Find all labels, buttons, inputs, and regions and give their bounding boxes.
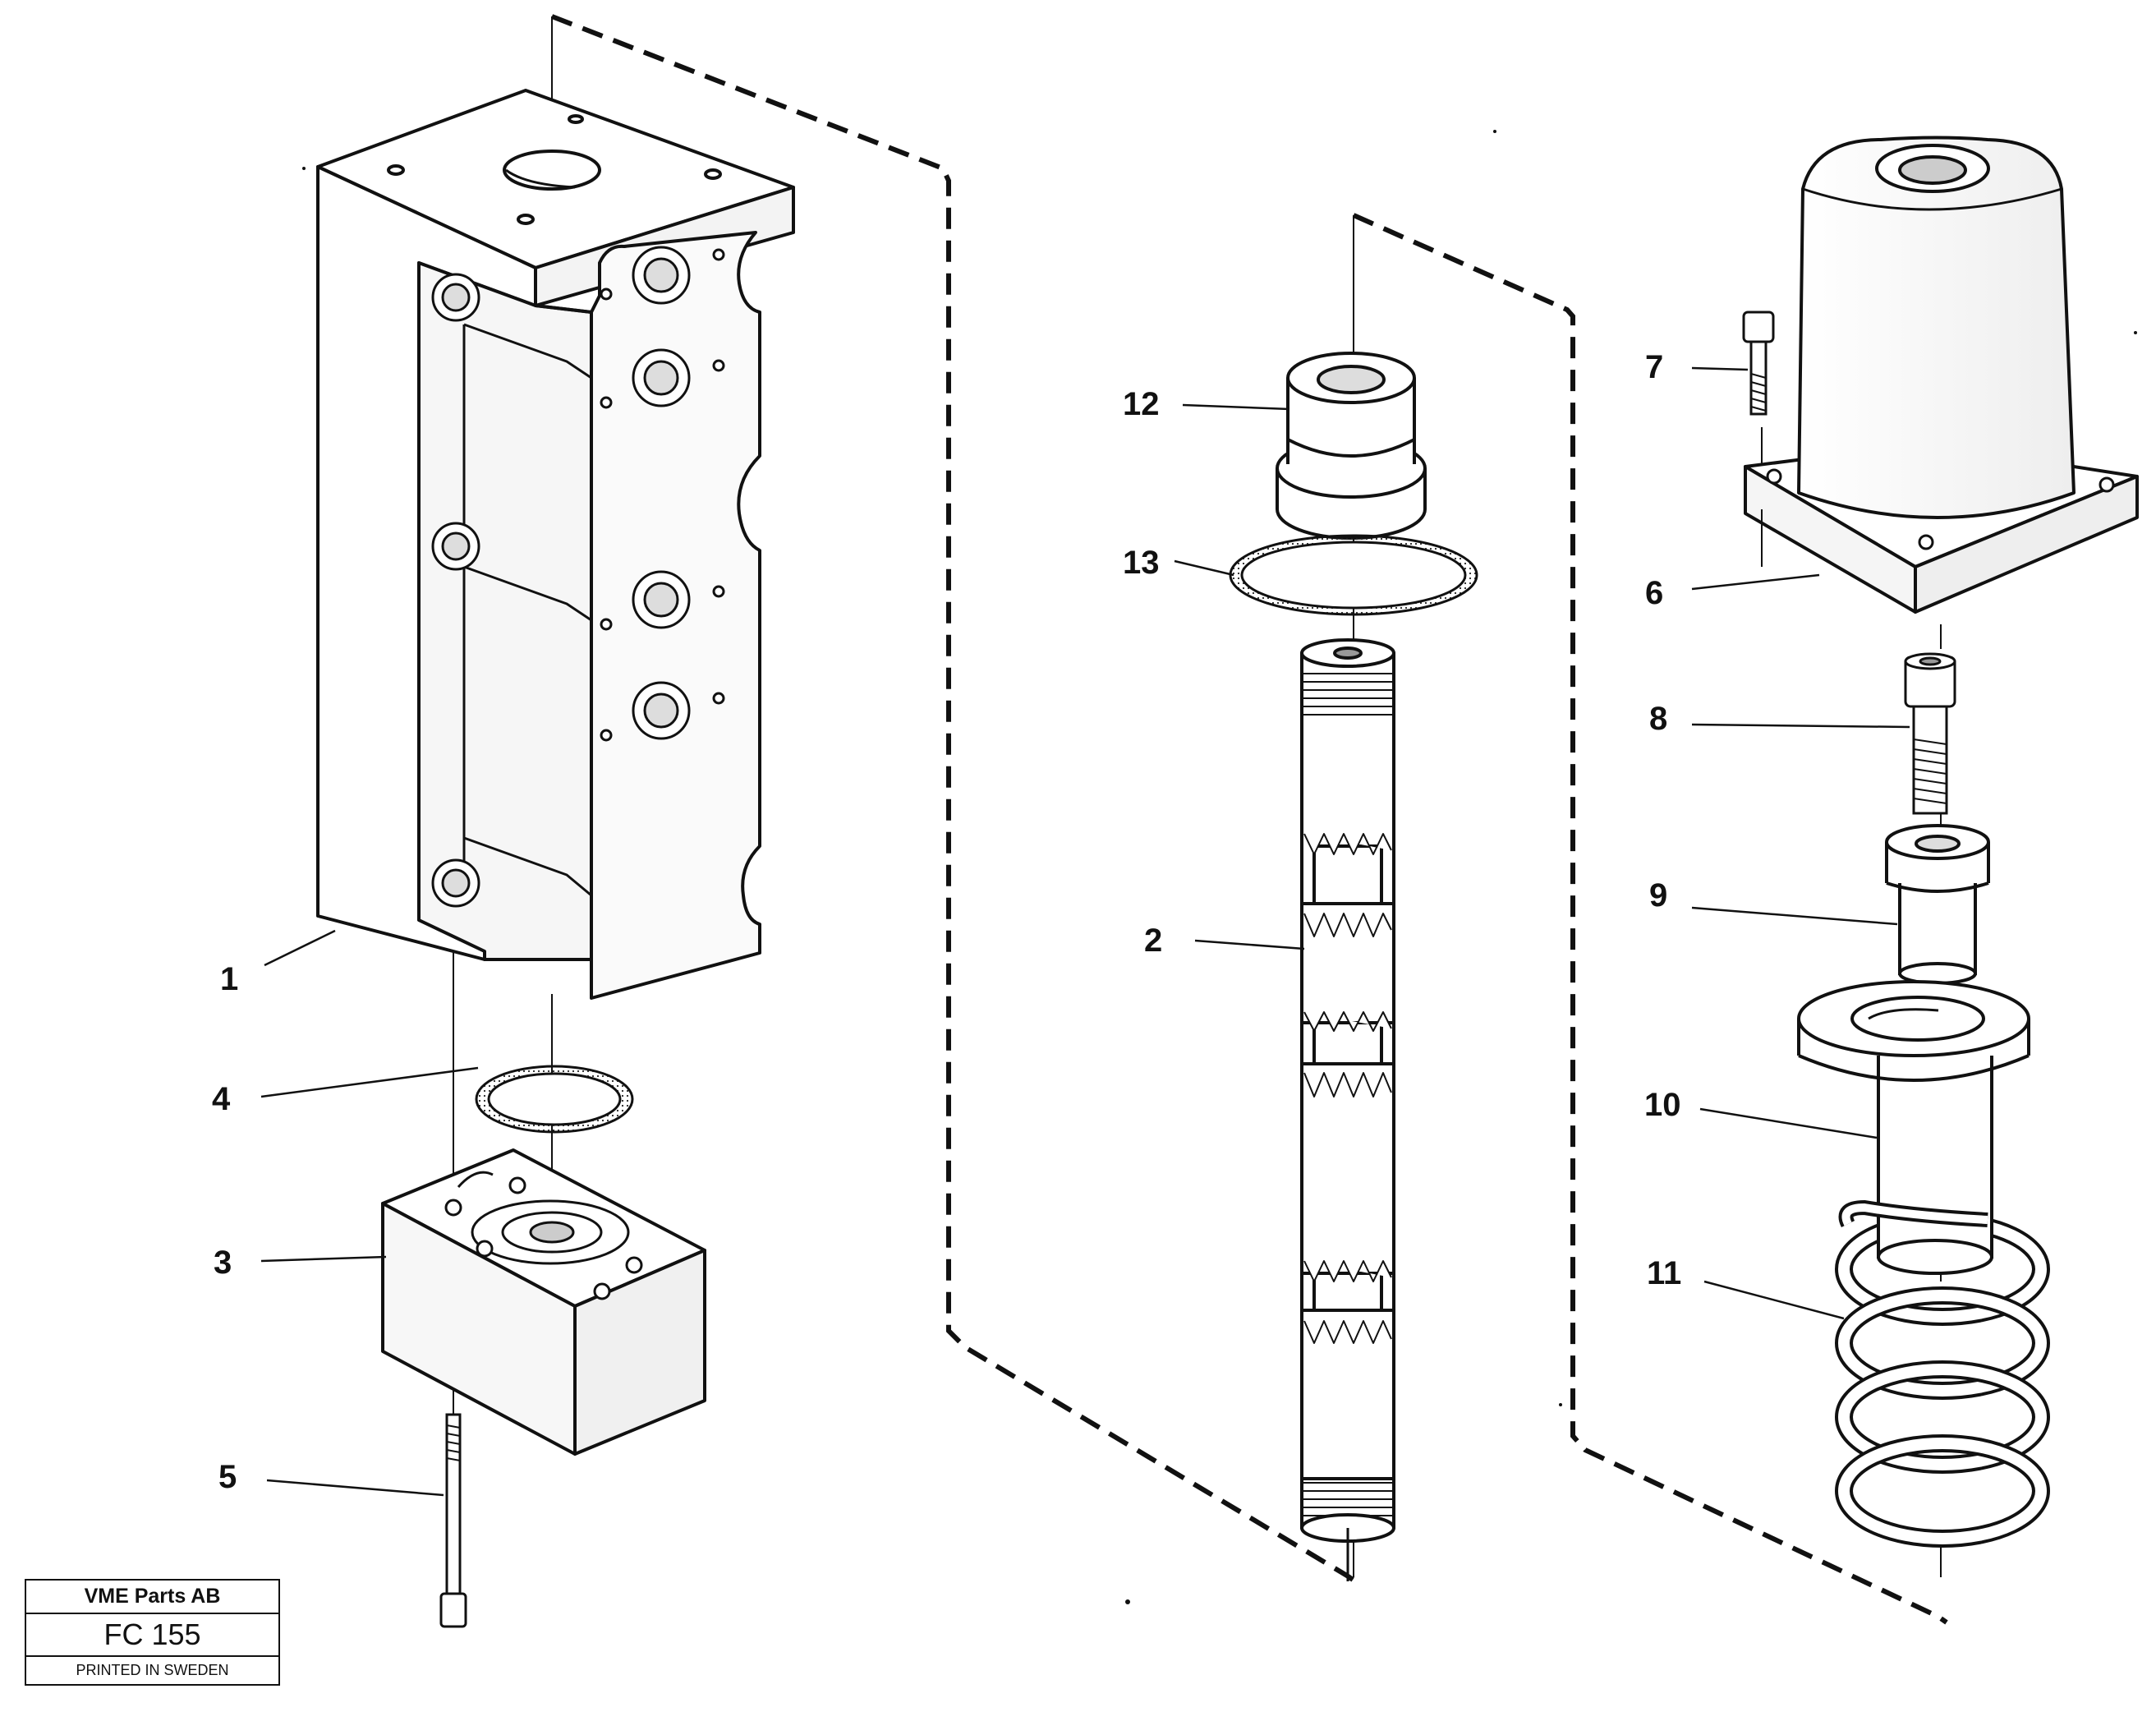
stamp-code: FC 155 (26, 1614, 278, 1657)
callout-label-13: 13 (1123, 545, 1160, 581)
stamp-printed: PRINTED IN SWEDEN (76, 1662, 229, 1678)
spring-front-coil (1838, 1199, 1988, 1228)
callout-label-10: 10 (1644, 1087, 1681, 1123)
scan-specks (302, 130, 2137, 1604)
callout-label-2: 2 (1144, 923, 1163, 959)
callout-label-7: 7 (1645, 349, 1664, 385)
block-part-3 (381, 1148, 706, 1456)
o-ring-part-4 (475, 1065, 634, 1134)
spool-part-2 (1300, 638, 1395, 1581)
callout-label-6: 6 (1645, 575, 1664, 611)
stamp-company: VME Parts AB (26, 1581, 278, 1614)
bolt-part-5 (439, 1413, 467, 1628)
screw-part-7 (1742, 311, 1775, 416)
sleeve-part-9 (1885, 824, 1990, 985)
dashed-boundary-right (1352, 213, 1948, 1625)
callout-label-1: 1 (220, 961, 239, 997)
callout-label-3: 3 (214, 1245, 232, 1281)
o-ring-part-13 (1229, 534, 1478, 616)
spring-cap-part-12 (1276, 352, 1427, 540)
callout-label-8: 8 (1649, 701, 1668, 737)
title-stamp: VME Parts AB FC 155 PRINTED IN SWEDEN (25, 1579, 280, 1686)
callout-label-5: 5 (218, 1459, 237, 1495)
callout-label-12: 12 (1123, 386, 1160, 422)
leader-lines (260, 366, 1910, 1497)
screw-part-8 (1904, 652, 1956, 815)
cover-part-6 (1744, 136, 2139, 614)
valve-housing-part-1 (316, 89, 795, 1000)
callout-label-4: 4 (212, 1081, 231, 1117)
callout-label-9: 9 (1649, 877, 1668, 913)
callout-label-11: 11 (1647, 1255, 1682, 1291)
